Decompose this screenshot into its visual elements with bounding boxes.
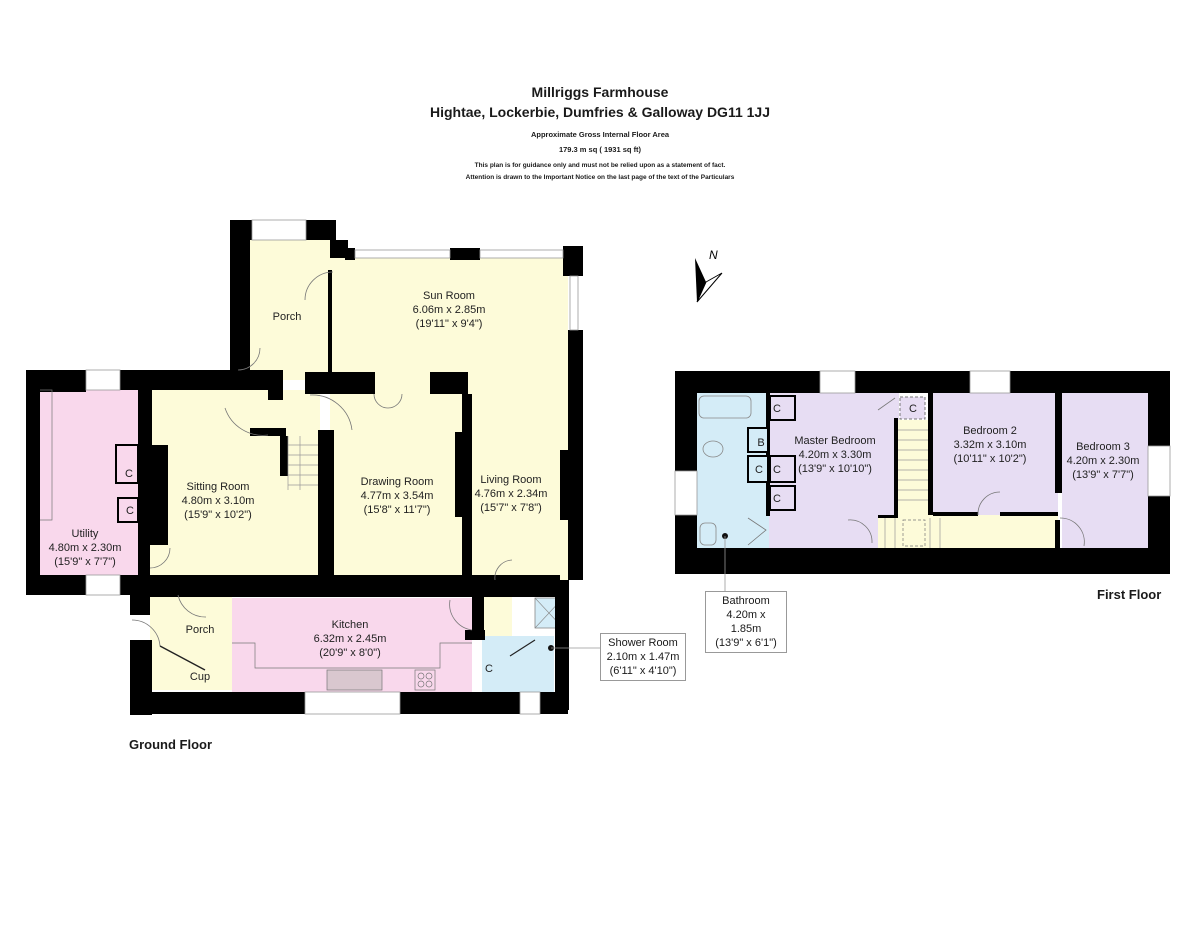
shower-room-metric: 2.10m x 1.47m bbox=[606, 651, 680, 663]
master-bedroom-name: Master Bedroom bbox=[794, 435, 875, 447]
drawing-room-imperial: (15'8" x 11'7") bbox=[364, 504, 431, 516]
area-label: Approximate Gross Internal Floor Area bbox=[530, 130, 670, 139]
boiler-cupboard-label: B bbox=[757, 437, 764, 449]
first-floor-windows bbox=[674, 370, 1171, 516]
shower-room-fill bbox=[482, 636, 554, 692]
drawing-room-fill bbox=[332, 390, 472, 580]
sitting-room-name: Sitting Room bbox=[187, 481, 250, 493]
ground-floor-walls bbox=[26, 220, 583, 715]
sun-room-imperial: (19'11" x 9'4") bbox=[416, 318, 483, 330]
ground-floor-room-labels: Sun Room 6.06m x 2.85m (19'11" x 9'4") P… bbox=[49, 290, 548, 683]
living-room-imperial: (15'7" x 7'8") bbox=[480, 502, 542, 514]
sun-room-name: Sun Room bbox=[423, 290, 475, 302]
ground-floor-label: Ground Floor bbox=[129, 737, 213, 752]
drawing-room-name: Drawing Room bbox=[361, 476, 434, 488]
bedroom-3-metric: 4.20m x 2.30m bbox=[1067, 455, 1140, 467]
first-floor-stairs bbox=[884, 429, 941, 548]
cupboard-label-4: C bbox=[773, 493, 781, 505]
cupboard-label-3: C bbox=[773, 464, 781, 476]
north-arrow-icon: N bbox=[695, 248, 723, 303]
kitchen-units bbox=[40, 389, 472, 691]
landing-fill bbox=[878, 515, 1058, 548]
first-floor-room-labels: Master Bedroom 4.20m x 3.30m (13'9" x 10… bbox=[755, 403, 1139, 505]
porch-south-fill bbox=[150, 590, 232, 690]
ground-floor-plan: Sun Room 6.06m x 2.85m (19'11" x 9'4") P… bbox=[26, 219, 602, 715]
bedroom-3-fill bbox=[1062, 393, 1150, 548]
bedroom-2-metric: 3.32m x 3.10m bbox=[954, 439, 1027, 451]
compass-label: N bbox=[709, 248, 718, 262]
kitchen-metric: 6.32m x 2.45m bbox=[314, 633, 387, 645]
utility-cupboard-1-label: C bbox=[125, 468, 133, 480]
bedroom-3-imperial: (13'9" x 7'7") bbox=[1072, 469, 1134, 481]
drawing-room-metric: 4.77m x 3.54m bbox=[361, 490, 434, 502]
utility-cupboard-2-label: C bbox=[126, 505, 134, 517]
bathroom-label-box: Bathroom 4.20m x 1.85m (13'9" x 6'1") bbox=[705, 591, 787, 653]
property-address: Hightae, Lockerbie, Dumfries & Galloway … bbox=[429, 104, 770, 120]
kitchen-name: Kitchen bbox=[332, 619, 369, 631]
living-room-metric: 4.76m x 2.34m bbox=[475, 488, 548, 500]
porch-north-name: Porch bbox=[273, 311, 302, 323]
disclaimer-line-1: This plan is for guidance only and must … bbox=[474, 162, 726, 169]
stair-fill bbox=[898, 420, 928, 515]
property-name: Millriggs Farmhouse bbox=[531, 84, 669, 100]
first-floor-door-swings bbox=[747, 397, 1085, 547]
disclaimer-line-2: Attention is drawn to the Important Noti… bbox=[465, 174, 735, 181]
bathroom-fixtures bbox=[698, 395, 752, 546]
ground-floor-windows bbox=[85, 219, 579, 715]
first-floor-walls bbox=[675, 371, 1170, 574]
shower-cupboard-label: C bbox=[485, 663, 493, 675]
shower-room-label-box: Shower Room 2.10m x 1.47m (6'11" x 4'10"… bbox=[600, 633, 686, 681]
utility-cupboards bbox=[115, 444, 139, 523]
bedroom-2-imperial: (10'11" x 10'2") bbox=[954, 453, 1027, 465]
sitting-room-metric: 4.80m x 3.10m bbox=[182, 495, 255, 507]
utility-imperial: (15'9" x 7'7") bbox=[54, 556, 116, 568]
cupboard-label-2: C bbox=[755, 464, 763, 476]
first-floor-cupboards bbox=[769, 395, 796, 511]
first-floor-plan: Master Bedroom 4.20m x 3.30m (13'9" x 10… bbox=[674, 370, 1171, 592]
kitchen-imperial: (20'9" x 8'0") bbox=[319, 647, 381, 659]
master-bedroom-imperial: (13'9" x 10'10") bbox=[798, 463, 872, 475]
living-room-name: Living Room bbox=[480, 474, 541, 486]
shower-room-imperial: (6'11" x 4'10") bbox=[609, 665, 677, 677]
bathroom-name: Bathroom bbox=[722, 595, 770, 607]
ground-door-swings bbox=[131, 271, 536, 671]
bathroom-metric: 4.20m x 1.85m bbox=[726, 609, 766, 635]
cupboard-label-1: C bbox=[773, 403, 781, 415]
utility-name: Utility bbox=[72, 528, 99, 540]
sitting-room-imperial: (15'9" x 10'2") bbox=[184, 509, 252, 521]
ground-stairs bbox=[287, 436, 318, 490]
bedroom-2-name: Bedroom 2 bbox=[963, 425, 1017, 437]
porch-south-name: Porch bbox=[186, 624, 215, 636]
master-bedroom-metric: 4.20m x 3.30m bbox=[799, 449, 872, 461]
utility-metric: 4.80m x 2.30m bbox=[49, 542, 122, 554]
area-value: 179.3 m sq ( 1931 sq ft) bbox=[558, 145, 642, 154]
shower-room-name: Shower Room bbox=[608, 637, 678, 649]
bedroom-3-name: Bedroom 3 bbox=[1076, 441, 1130, 453]
sun-room-metric: 6.06m x 2.85m bbox=[413, 304, 486, 316]
bedroom-2-fill bbox=[933, 393, 1058, 515]
first-floor-label: First Floor bbox=[1097, 587, 1162, 602]
cupboard-label-5: C bbox=[909, 403, 917, 415]
bathroom-imperial: (13'9" x 6'1") bbox=[715, 637, 777, 649]
cup-name: Cup bbox=[190, 671, 210, 683]
porch-north-fill bbox=[238, 240, 333, 380]
